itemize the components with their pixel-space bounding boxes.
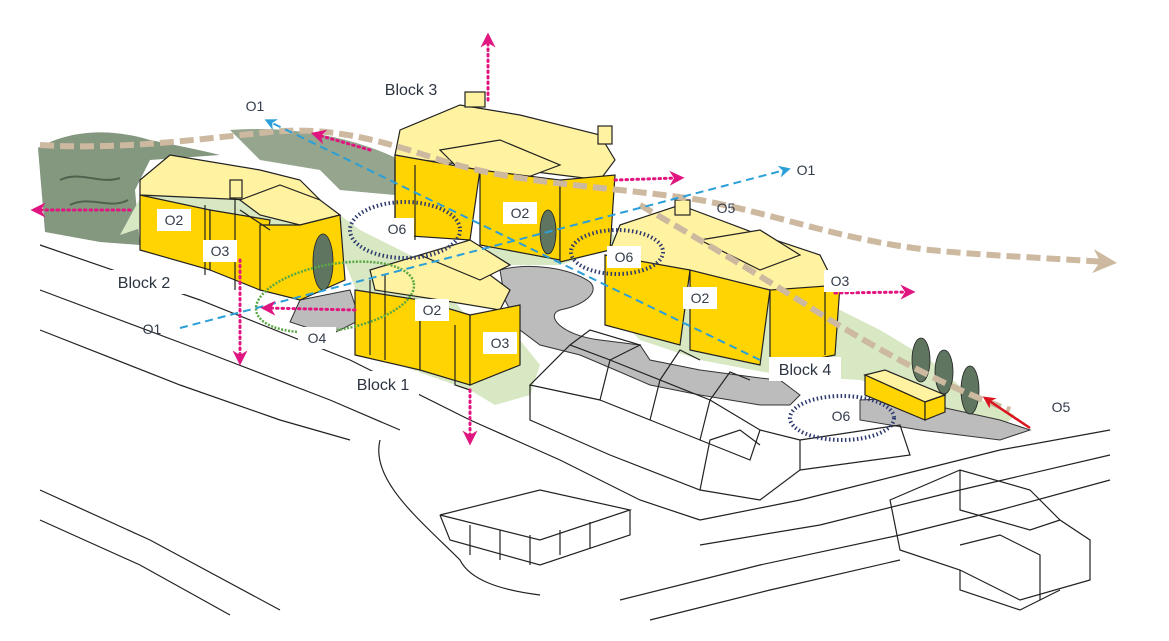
block-label-4: Block 4 [769, 357, 841, 381]
svg-text:O2: O2 [423, 302, 442, 318]
o6-ring-left [348, 200, 462, 260]
svg-text:O6: O6 [388, 221, 407, 237]
block-1-text: Block 1 [357, 377, 410, 394]
svg-text:O3: O3 [831, 273, 850, 289]
svg-text:O6: O6 [832, 408, 851, 424]
o6-ring-center [569, 228, 665, 276]
marker-o3-block2: O3 [203, 240, 237, 262]
marker-o2-block3: O2 [503, 202, 537, 224]
marker-o4: O4 [298, 327, 336, 349]
marker-o1-right: O1 [797, 162, 816, 178]
o6-ring-bottom [788, 394, 896, 442]
marker-o1-left: O1 [143, 321, 162, 337]
svg-text:O6: O6 [615, 249, 634, 265]
svg-text:O2: O2 [691, 290, 710, 306]
marker-o6-left: O6 [380, 218, 414, 240]
svg-text:O2: O2 [165, 212, 184, 228]
o4-ring [254, 260, 416, 334]
marker-o2-block1: O2 [415, 299, 449, 321]
block-3-text: Block 3 [385, 82, 438, 99]
block-2-text: Block 2 [118, 275, 171, 292]
o5-route [39, 127, 1117, 413]
site-entrance-arrow [982, 396, 1031, 430]
block-4-building [604, 199, 841, 369]
marker-o5-top: O5 [717, 200, 736, 216]
o6-rings [348, 200, 896, 442]
views-arrows [30, 32, 916, 446]
svg-text:O3: O3 [211, 243, 230, 259]
marker-o6-center: O6 [607, 246, 641, 268]
o1-sightlines [179, 119, 791, 361]
svg-text:O2: O2 [511, 205, 530, 221]
block-label-3: Block 3 [370, 77, 452, 101]
svg-text:O3: O3 [491, 335, 510, 351]
marker-o5-bottom: O5 [1052, 399, 1071, 415]
block-label-2: Block 2 [104, 270, 184, 294]
block-label-1: Block 1 [347, 371, 419, 397]
marker-o3-block4: O3 [824, 270, 856, 292]
marker-o2-block4: O2 [683, 287, 717, 309]
marker-o2-block2: O2 [157, 209, 191, 231]
marker-o3-block1: O3 [483, 332, 517, 354]
marker-o1-top: O1 [246, 98, 265, 114]
svg-text:O4: O4 [308, 330, 327, 346]
garage-building [863, 369, 947, 421]
block-4-text: Block 4 [779, 362, 832, 379]
marker-o6-bottom: O6 [824, 405, 858, 427]
